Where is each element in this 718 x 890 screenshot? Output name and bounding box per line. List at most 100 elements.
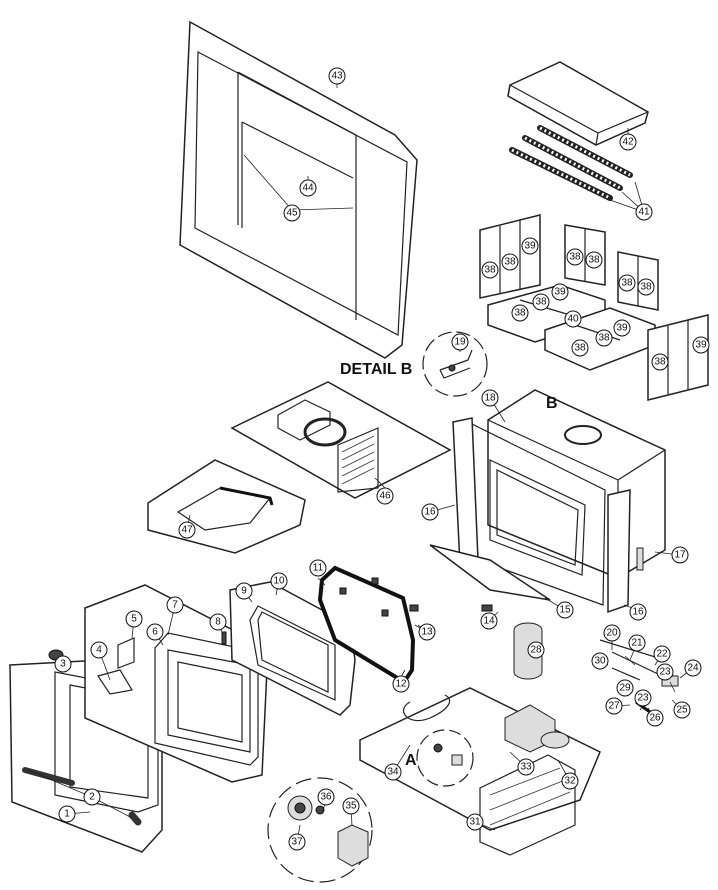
- svg-text:28: 28: [530, 645, 542, 656]
- svg-text:12: 12: [395, 679, 407, 690]
- callout-5: 5: [125, 610, 143, 628]
- svg-text:24: 24: [687, 663, 699, 674]
- callout-16-left: 16: [421, 503, 439, 521]
- callout-44: 44: [299, 179, 317, 197]
- svg-text:17: 17: [674, 550, 686, 561]
- surround-panel-group: [179, 20, 418, 359]
- callout-38-3: 38: [566, 248, 584, 266]
- blower-assembly-panel: [359, 687, 601, 856]
- svg-text:37: 37: [291, 837, 303, 848]
- svg-text:45: 45: [286, 208, 298, 219]
- callout-39-1: 39: [521, 237, 539, 255]
- svg-text:38: 38: [588, 255, 600, 266]
- callout-38-8: 38: [511, 304, 529, 322]
- callout-17: 17: [671, 546, 689, 564]
- svg-text:23: 23: [637, 693, 649, 704]
- callout-30: 30: [591, 652, 609, 670]
- callout-39-2: 39: [551, 283, 569, 301]
- svg-text:46: 46: [379, 491, 391, 502]
- svg-text:38: 38: [621, 278, 633, 289]
- svg-text:16: 16: [632, 607, 644, 618]
- callout-8: 8: [209, 613, 227, 631]
- svg-text:16: 16: [424, 507, 436, 518]
- callout-39-3: 39: [613, 319, 631, 337]
- svg-text:47: 47: [181, 525, 193, 536]
- svg-text:35: 35: [345, 801, 357, 812]
- svg-text:34: 34: [387, 767, 399, 778]
- glass-pane: [317, 565, 416, 685]
- callout-11: 11: [309, 559, 327, 577]
- firebox-body: [429, 389, 666, 614]
- svg-text:20: 20: [606, 628, 618, 639]
- callout-38-4: 38: [585, 251, 603, 269]
- detail-b-view: DETAIL B: [340, 331, 488, 397]
- callout-23-upper: 23: [656, 663, 674, 681]
- svg-text:11: 11: [313, 563, 324, 574]
- callout-38-1: 38: [481, 261, 499, 279]
- callout-25: 25: [673, 701, 691, 719]
- svg-text:38: 38: [598, 333, 610, 344]
- callout-45: 45: [283, 204, 301, 222]
- svg-text:38: 38: [514, 308, 526, 319]
- callout-43: 43: [328, 67, 346, 85]
- svg-text:19: 19: [454, 337, 466, 348]
- svg-text:44: 44: [302, 183, 314, 194]
- callout-12: 12: [392, 675, 410, 693]
- svg-text:2: 2: [89, 792, 95, 803]
- callout-35: 35: [342, 797, 360, 815]
- svg-text:36: 36: [320, 792, 332, 803]
- ash-lip-panel: [147, 459, 306, 554]
- svg-text:13: 13: [421, 627, 433, 638]
- callout-1: 1: [58, 805, 76, 823]
- svg-text:30: 30: [594, 656, 606, 667]
- svg-text:6: 6: [152, 627, 158, 638]
- svg-text:27: 27: [608, 701, 620, 712]
- detail-a-marker: A: [405, 752, 417, 769]
- callout-47: 47: [178, 521, 196, 539]
- svg-text:31: 31: [469, 817, 481, 828]
- callout-13: 13: [418, 623, 436, 641]
- callout-10: 10: [270, 572, 288, 590]
- callout-29: 29: [616, 679, 634, 697]
- svg-text:38: 38: [535, 297, 547, 308]
- callout-38-6: 38: [637, 278, 655, 296]
- callout-38-10: 38: [571, 339, 589, 357]
- callout-16-right: 16: [629, 603, 647, 621]
- callout-26: 26: [646, 709, 664, 727]
- svg-text:38: 38: [504, 257, 516, 268]
- callout-40: 40: [564, 310, 582, 328]
- callout-37: 37: [288, 833, 306, 851]
- svg-text:22: 22: [656, 649, 668, 660]
- callout-20: 20: [603, 624, 621, 642]
- callout-38-7: 38: [532, 293, 550, 311]
- air-tubes: [509, 125, 633, 201]
- svg-text:4: 4: [96, 645, 102, 656]
- svg-text:3: 3: [60, 659, 66, 670]
- callout-33: 33: [517, 758, 535, 776]
- svg-text:29: 29: [619, 683, 631, 694]
- svg-text:38: 38: [484, 265, 496, 276]
- callout-21: 21: [628, 634, 646, 652]
- detail-b-marker: B: [546, 395, 558, 412]
- callout-32: 32: [561, 772, 579, 790]
- callout-42: 42: [619, 133, 637, 151]
- callout-28: 28: [527, 641, 545, 659]
- svg-text:39: 39: [695, 340, 707, 351]
- svg-text:18: 18: [484, 393, 496, 404]
- svg-text:25: 25: [676, 705, 688, 716]
- callout-22: 22: [653, 645, 671, 663]
- callout-18: 18: [481, 389, 499, 407]
- svg-text:39: 39: [524, 241, 536, 252]
- callout-15: 15: [556, 601, 574, 619]
- svg-text:15: 15: [559, 605, 571, 616]
- svg-text:1: 1: [64, 809, 70, 820]
- callout-23-lower: 23: [634, 689, 652, 707]
- callout-27: 27: [605, 697, 623, 715]
- callout-6: 6: [146, 623, 164, 641]
- callout-3: 3: [54, 655, 72, 673]
- callout-24: 24: [684, 659, 702, 677]
- callout-41: 41: [635, 203, 653, 221]
- svg-text:39: 39: [554, 287, 566, 298]
